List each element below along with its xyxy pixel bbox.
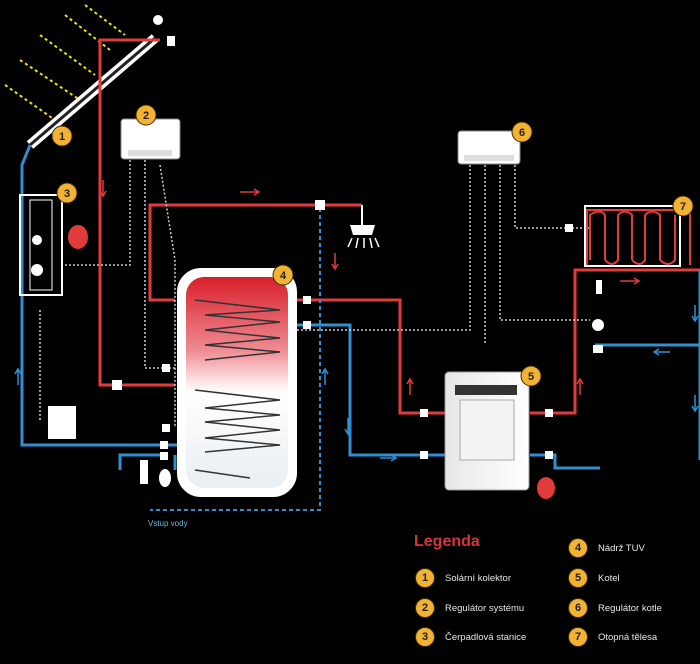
legend-label: Regulátor kotle xyxy=(598,602,662,614)
diagram-badges: 1 2 3 4 5 6 7 xyxy=(51,104,694,387)
legend-item-5: 5 Kotel xyxy=(568,568,620,588)
cold-pipes xyxy=(20,144,700,511)
hot-pipes xyxy=(98,38,700,415)
legend-label: Regulátor systému xyxy=(445,602,525,614)
heating-circuit-pump xyxy=(592,280,604,353)
legend-badge: 5 xyxy=(568,568,588,588)
legend-label: Otopná tělesa xyxy=(598,631,658,643)
antifreeze-tank xyxy=(48,406,76,439)
svg-text:7: 7 xyxy=(680,201,686,213)
system-regulator xyxy=(120,118,181,160)
sun-rays xyxy=(4,4,126,121)
legend-label: Solární kolektor xyxy=(445,572,512,584)
legend-item-6: 6 Regulátor kotle xyxy=(568,598,662,618)
shower-icon xyxy=(347,205,380,249)
legend-badge: 4 xyxy=(568,538,588,558)
pump-station xyxy=(19,194,88,439)
legend-label: Kotel xyxy=(598,572,620,584)
badge-6: 6 xyxy=(511,121,533,143)
boiler xyxy=(444,371,530,491)
expansion-vessel-icon xyxy=(68,225,88,249)
valves xyxy=(112,200,573,487)
badge-2: 2 xyxy=(135,104,157,126)
badge-1: 1 xyxy=(51,125,73,147)
water-inlet-label: Vstup vody xyxy=(148,519,188,528)
legend-label: Nádrž TUV xyxy=(598,542,645,554)
radiator xyxy=(584,205,681,267)
flow-meter-icon xyxy=(32,235,42,245)
solar-collector xyxy=(26,15,175,149)
legend-item-2: 2 Regulátor systému xyxy=(415,598,524,618)
legend-label: Čerpadlová stanice xyxy=(445,631,527,643)
svg-text:4: 4 xyxy=(280,270,287,282)
legend-item-7: 7 Otopná tělesa xyxy=(568,627,657,647)
legend-badge: 3 xyxy=(415,627,435,647)
legend-badge: 6 xyxy=(568,598,588,618)
legend-badge: 7 xyxy=(568,627,588,647)
svg-text:6: 6 xyxy=(519,127,525,139)
svg-text:1: 1 xyxy=(59,131,65,143)
legend-item-3: 3 Čerpadlová stanice xyxy=(415,627,526,647)
boiler-regulator xyxy=(457,130,521,165)
badge-5: 5 xyxy=(520,365,542,387)
legend-title: Legenda xyxy=(414,533,480,550)
legend-item-4: 4 Nádrž TUV xyxy=(568,538,645,558)
air-vent-icon xyxy=(153,15,163,25)
boiler-expansion-vessel-icon xyxy=(537,477,555,499)
badge-4: 4 xyxy=(272,264,294,286)
check-valve-icon xyxy=(596,280,602,294)
badge-7: 7 xyxy=(672,195,694,217)
valve-icon xyxy=(167,36,175,46)
flow-arrows xyxy=(14,180,699,462)
legend-item-1: 1 Solární kolektor xyxy=(415,568,511,588)
svg-text:2: 2 xyxy=(143,110,149,122)
svg-text:3: 3 xyxy=(64,188,70,200)
badge-3: 3 xyxy=(56,182,78,204)
legend-badge: 1 xyxy=(415,568,435,588)
legend-badge: 2 xyxy=(415,598,435,618)
pump-icon xyxy=(31,264,43,276)
svg-text:5: 5 xyxy=(528,371,534,383)
hot-water-tank xyxy=(177,268,297,497)
